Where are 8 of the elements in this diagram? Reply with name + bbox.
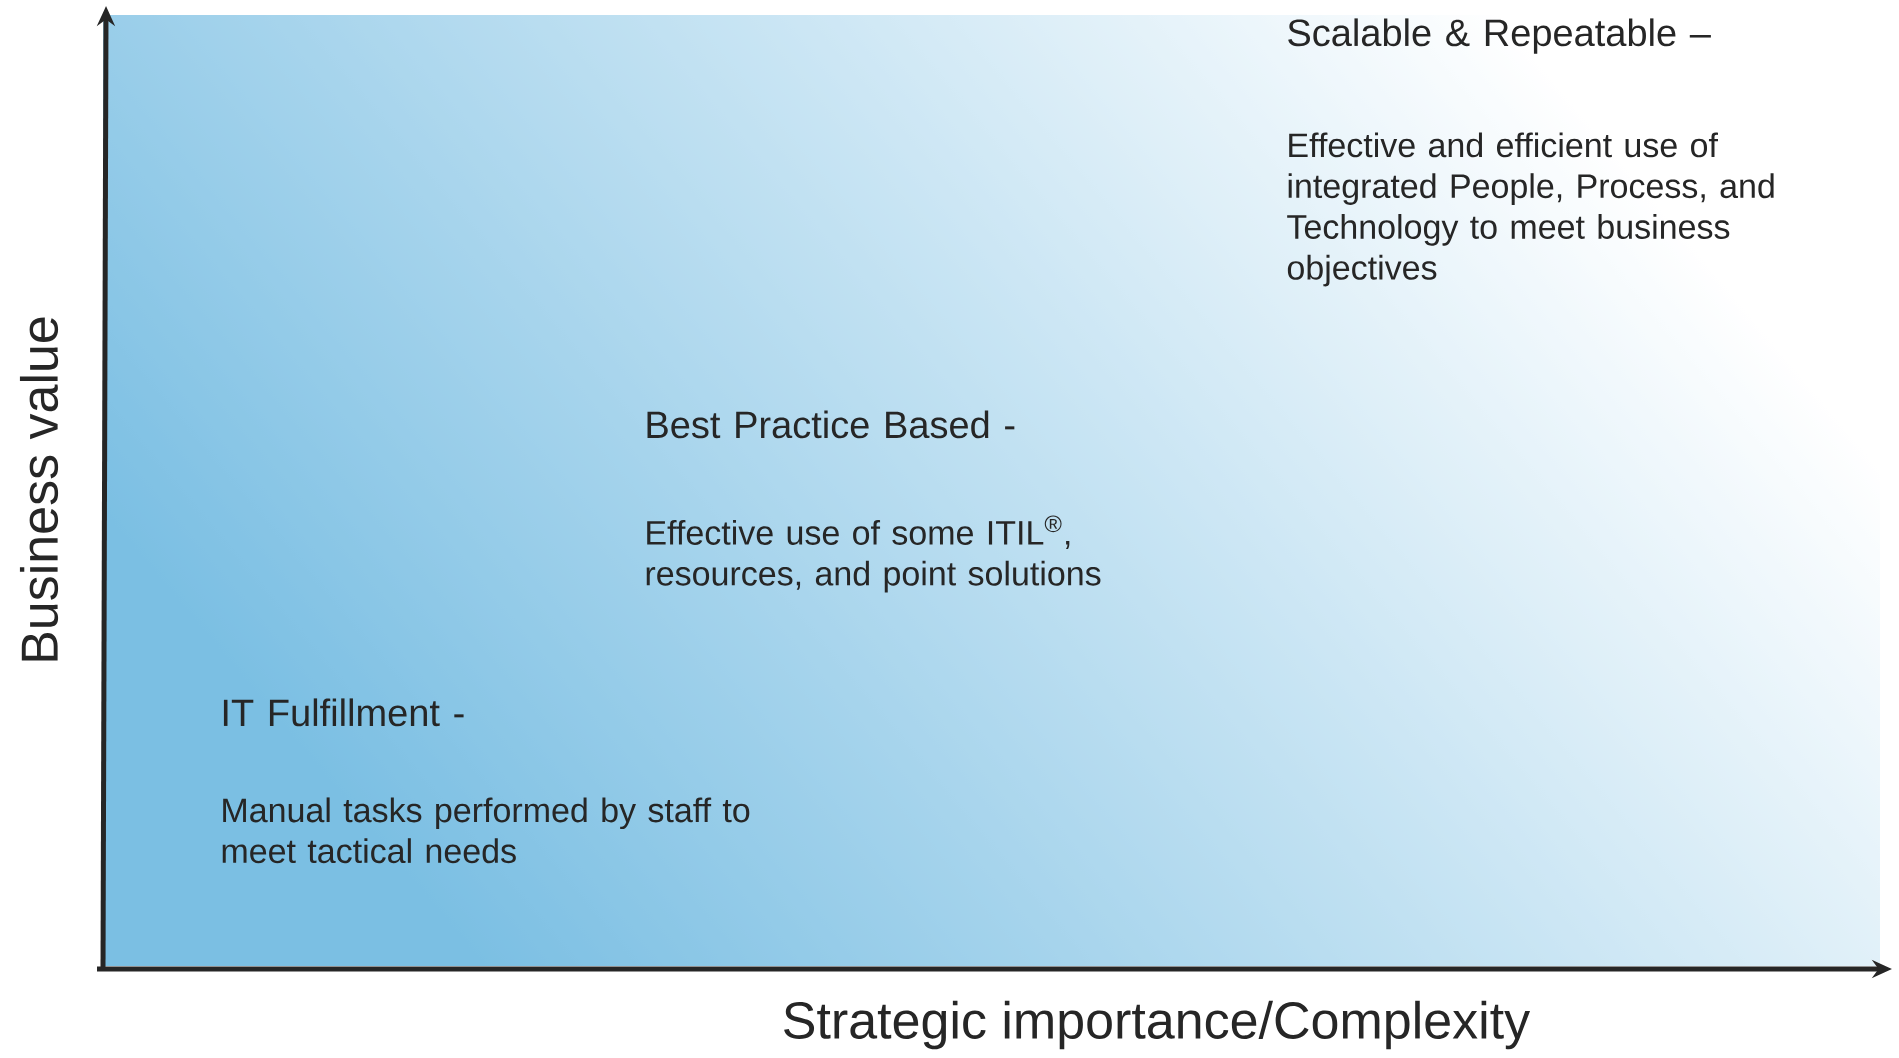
- stage-description: Manual tasks performed by staff to meet tactical needs: [222, 797, 750, 864]
- stage-heading: IT Fulfillment -: [223, 698, 464, 727]
- stage-description: Effective use of some ITIL$^{®}$, resources, and point solutions: [646, 515, 1101, 593]
- stage-description: Effective and efficient use of integrated People, Process, and Technology to meet business objectives: [1287, 132, 1774, 287]
- axis-label: Business value: [19, 317, 59, 661]
- stage-heading: Scalable & Repeatable –: [1288, 18, 1711, 54]
- stage-heading: Best Practice Based -: [647, 410, 1015, 439]
- axis-label: Strategic importance/Complexity: [784, 1000, 1531, 1050]
